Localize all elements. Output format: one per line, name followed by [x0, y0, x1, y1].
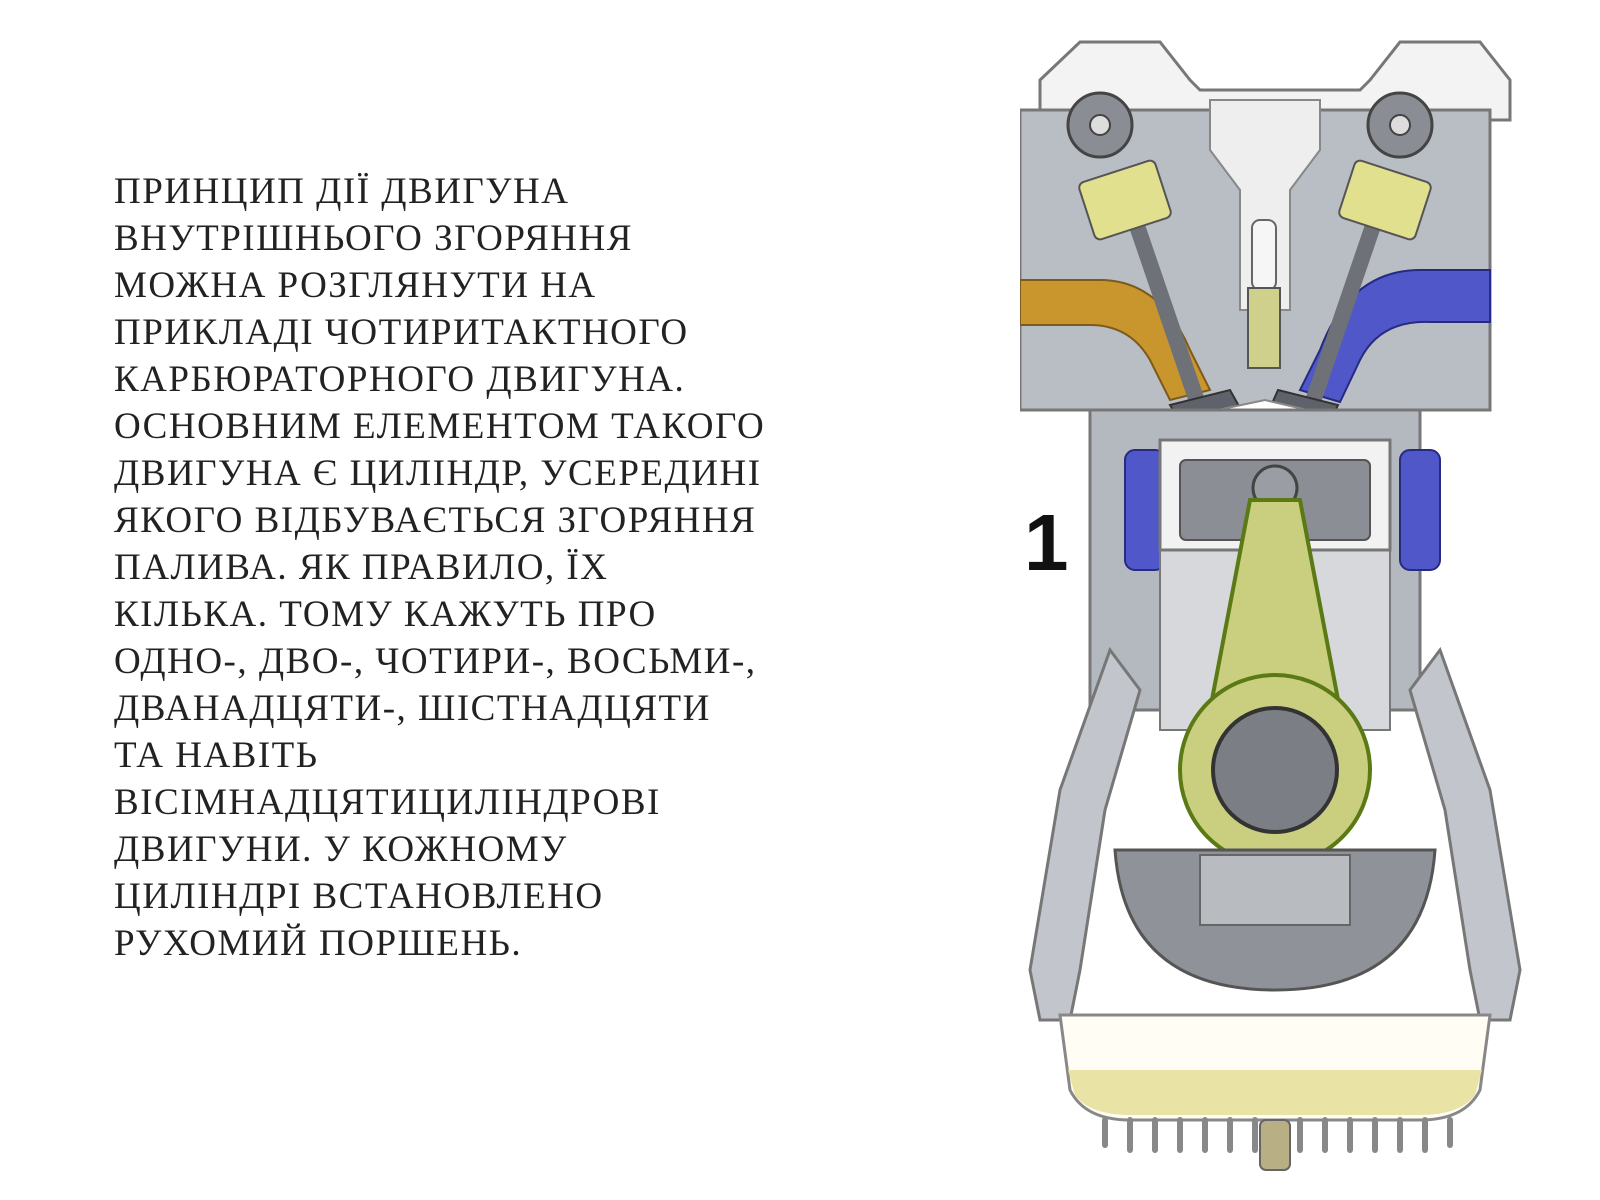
- text-line: ВНУТРІШНЬОГО ЗГОРЯННЯ: [114, 218, 633, 259]
- counterweight-web: [1199, 854, 1351, 926]
- stroke-number-label: 1: [1024, 498, 1069, 587]
- text-line: МОЖНА РОЗГЛЯНУТИ НА: [114, 265, 597, 306]
- intake-valve-tappet: [1078, 159, 1172, 241]
- text-line: РУХОМИЙ ПОРШЕНЬ.: [114, 923, 523, 964]
- engine-oil: [1068, 1070, 1482, 1115]
- text-line: КАРБЮРАТОРНОГО ДВИГУНА.: [114, 359, 686, 400]
- text-line: ДВИГУНА Є ЦИЛІНДР, УСЕРЕДИНІ: [114, 453, 762, 494]
- spark-plug-well: [1209, 99, 1321, 311]
- intake-camshaft-hub: [1089, 114, 1111, 136]
- text-line: ПАЛИВА. ЯК ПРАВИЛО, ЇХ: [114, 547, 609, 588]
- text-line: ДВАНАДЦЯТИ-, ШІСТНАДЦЯТИ: [114, 688, 711, 729]
- engine-cross-section: 1: [1020, 40, 1522, 1171]
- text-line: ОДНО-, ДВО-, ЧОТИРИ-, ВОСЬМИ-,: [114, 641, 757, 682]
- crankcase-left-wall: [1028, 646, 1142, 1022]
- crankshaft-bore: [1211, 706, 1339, 834]
- text-line: ЦИЛІНДРІ ВСТАНОВЛЕНО: [114, 876, 604, 917]
- text-line: ТА НАВІТЬ: [114, 735, 319, 776]
- text-line: ОСНОВНИМ ЕЛЕМЕНТОМ ТАКОГО: [114, 406, 766, 447]
- body-text: ПРИНЦИП ДІЇ ДВИГУНА ВНУТРІШНЬОГО ЗГОРЯНН…: [114, 168, 834, 967]
- crankcase-right-wall: [1408, 646, 1522, 1022]
- exhaust-valve-stem: [1302, 212, 1383, 418]
- exhaust-valve-tappet: [1338, 159, 1432, 241]
- text-line: ДВИГУНИ. У КОЖНОМУ: [114, 829, 568, 870]
- spark-plug-body: [1247, 287, 1281, 369]
- drain-plug: [1259, 1119, 1291, 1171]
- intake-valve-stem: [1127, 212, 1208, 418]
- cooling-fins: [1102, 1117, 1453, 1153]
- coolant-jacket-right: [1399, 449, 1441, 571]
- exhaust-camshaft-hub: [1389, 114, 1411, 136]
- text-line: ПРИНЦИП ДІЇ ДВИГУНА: [114, 171, 570, 212]
- text-line: ВІСІМНАДЦЯТИЦИЛІНДРОВІ: [114, 782, 661, 823]
- text-line: ЯКОГО ВІДБУВАЄТЬСЯ ЗГОРЯННЯ: [114, 500, 757, 541]
- text-line: ПРИКЛАДІ ЧОТИРИТАКТНОГО: [114, 312, 689, 353]
- spark-plug-insulator: [1251, 219, 1277, 291]
- engine-diagram: 1: [1020, 30, 1560, 1190]
- text-line: КІЛЬКА. ТОМУ КАЖУТЬ ПРО: [114, 594, 657, 635]
